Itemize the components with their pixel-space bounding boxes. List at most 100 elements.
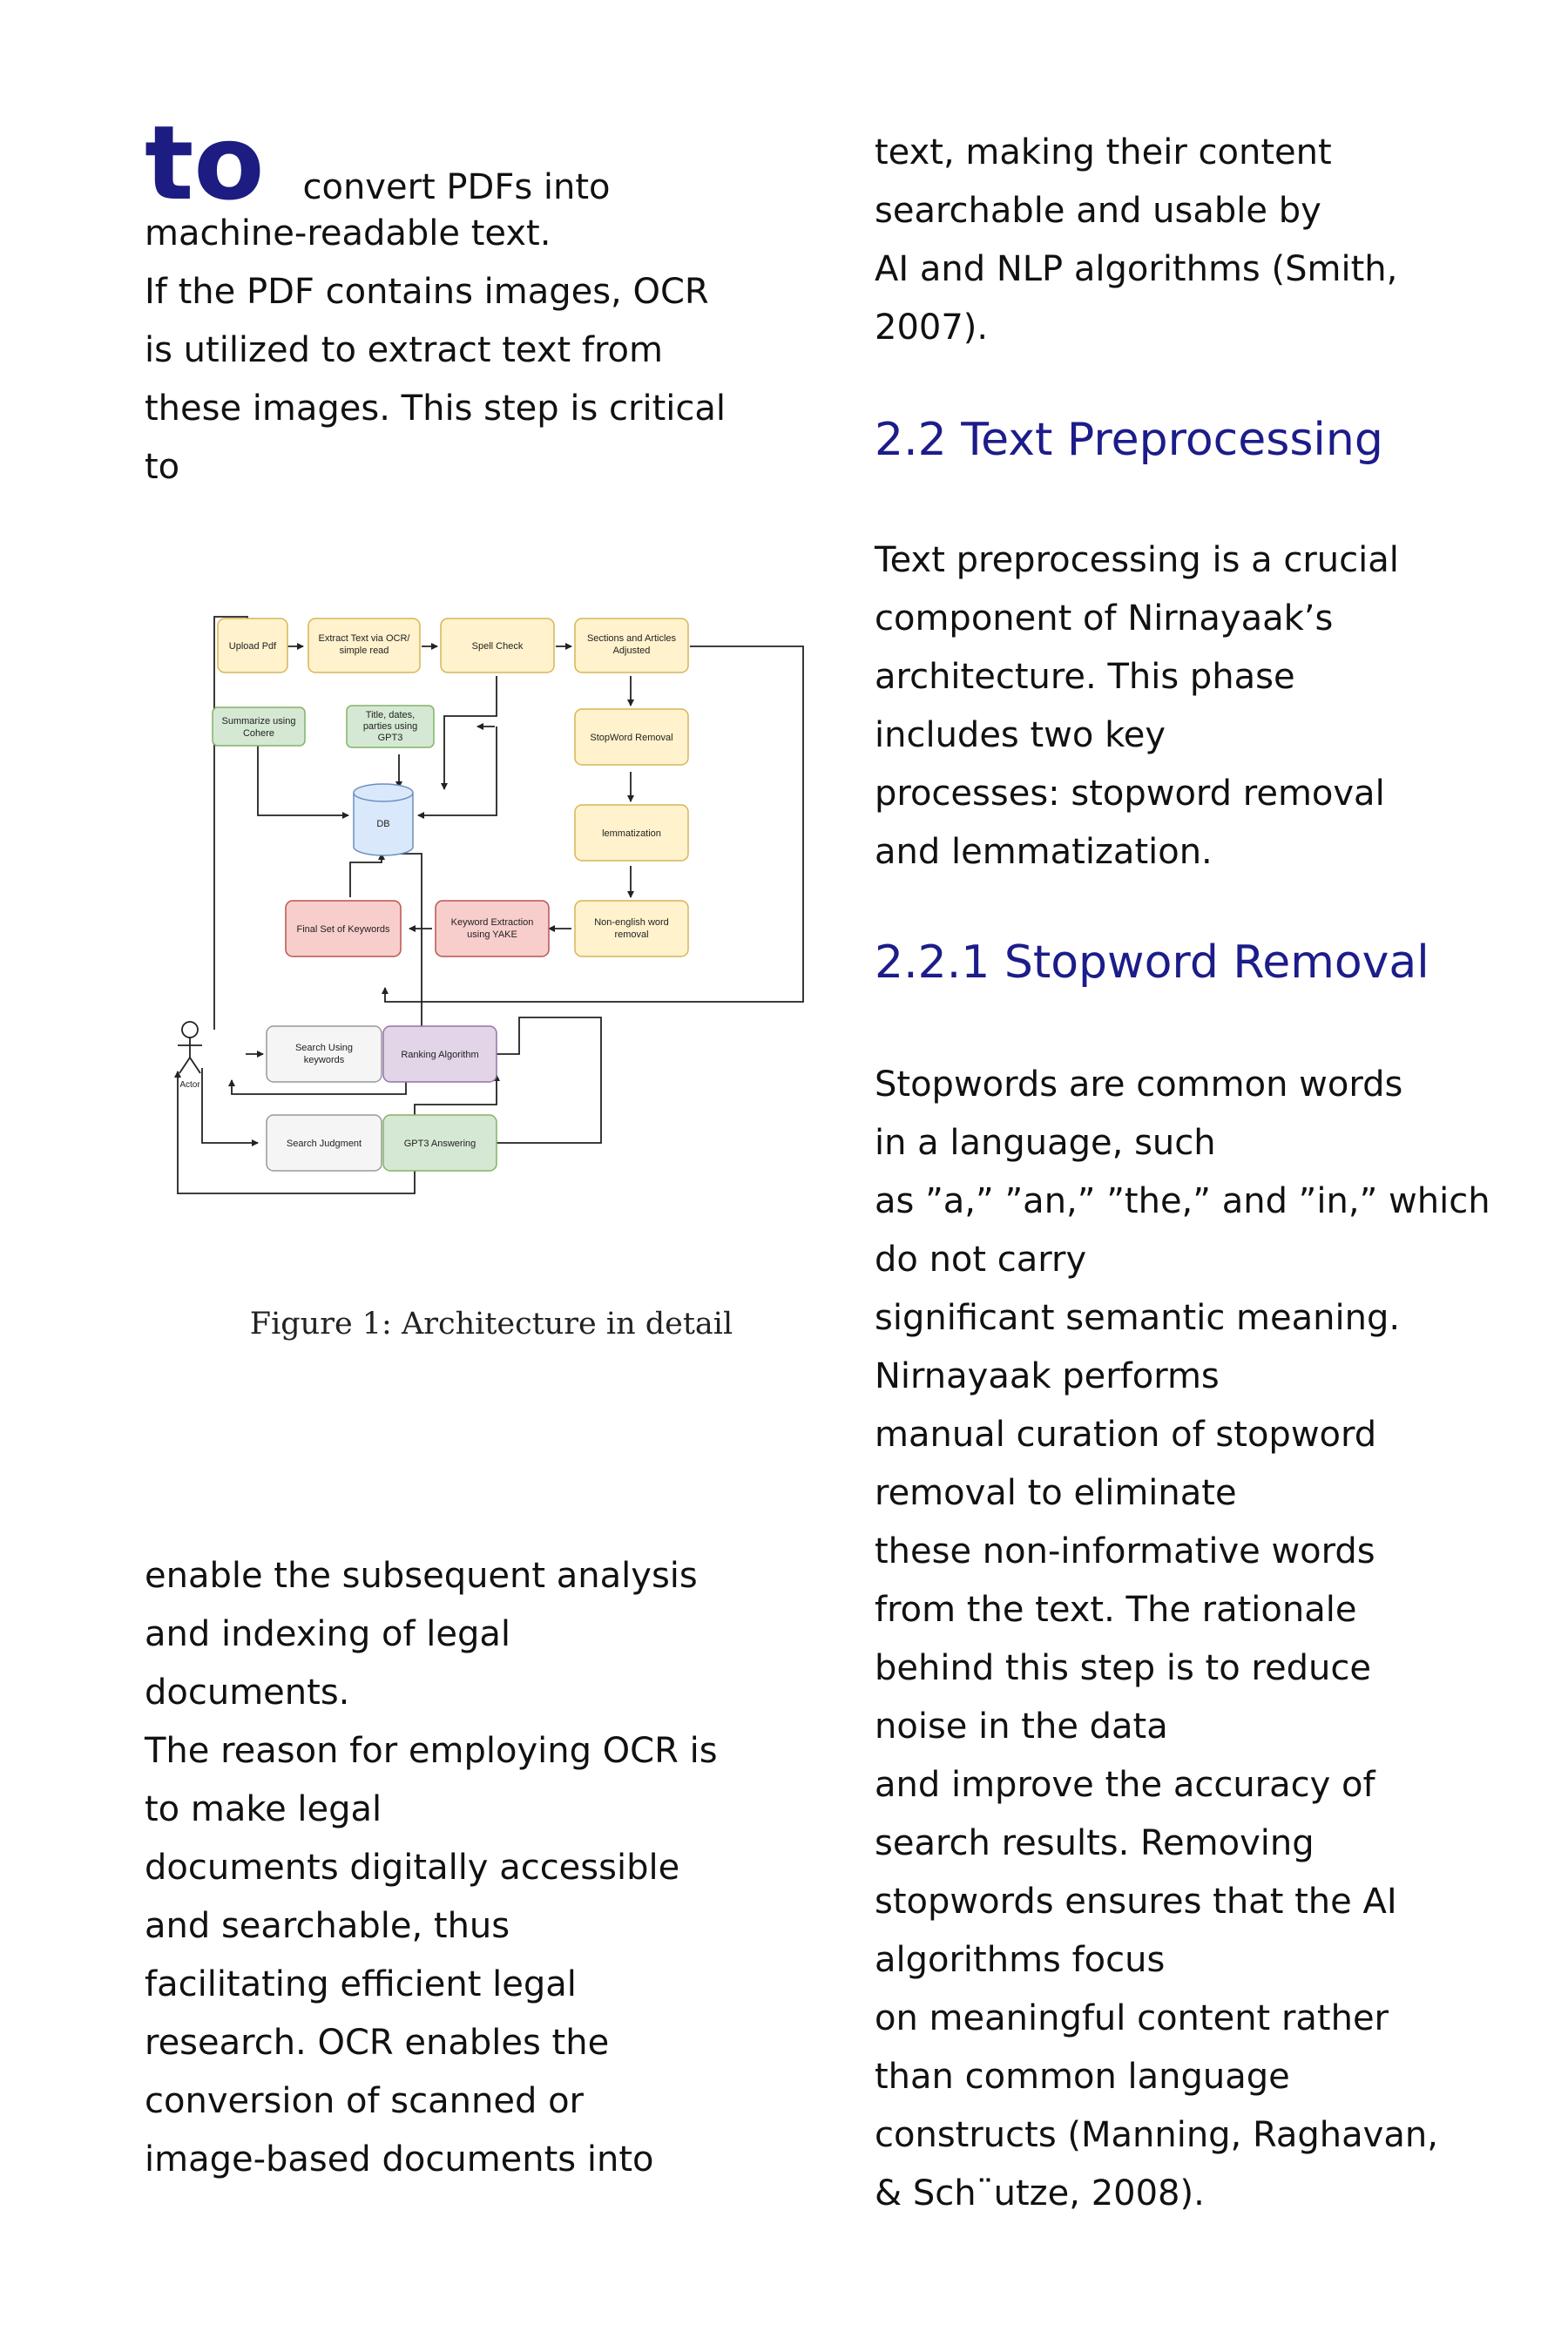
- node-nonenglish: [574, 900, 689, 957]
- node-label: Sections and Articles: [587, 633, 677, 644]
- paragraph-line: documents.: [145, 1673, 350, 1713]
- paragraph-line: documents digitally accessible: [145, 1848, 680, 1888]
- paragraph-line: & Sch¨utze, 2008).: [875, 2173, 1205, 2213]
- node-label: using YAKE: [467, 929, 517, 940]
- node-label: Adjusted: [613, 645, 651, 656]
- paragraph-line: these images. This step is critical: [145, 389, 726, 429]
- edge-final-db: [349, 853, 385, 897]
- edge-ranking-gpt3: [480, 1017, 602, 1146]
- node-label: Actor: [179, 1080, 200, 1090]
- node-label: parties using: [363, 721, 417, 732]
- paragraph-line: Nirnayaak performs: [875, 1356, 1220, 1396]
- figure-caption: Figure 1: Architecture in detail: [249, 1307, 733, 1342]
- paragraph-line: enable the subsequent analysis: [145, 1556, 698, 1596]
- node-summarize: [212, 706, 306, 747]
- paragraph-line: on meaningful content rather: [875, 1998, 1389, 2038]
- node-label: Cohere: [243, 728, 274, 739]
- paragraph-line: manual curation of stopword: [875, 1415, 1377, 1455]
- paragraph-line: conversion of scanned or: [145, 2081, 584, 2121]
- node-label: Search Using: [295, 1043, 353, 1053]
- paragraph-line: text, making their content: [875, 132, 1332, 172]
- node-label: lemmatization: [602, 828, 661, 839]
- node-keyword: [435, 900, 550, 957]
- node-label: Upload Pdf: [229, 641, 277, 652]
- paragraph-line: as ”a,” ”an,” ”the,” and ”in,” which: [875, 1181, 1490, 1221]
- paragraph-line: and searchable, thus: [145, 1906, 510, 1946]
- paragraph-line: and lemmatization.: [875, 832, 1213, 872]
- paragraph-line: and improve the accuracy of: [875, 1765, 1375, 1805]
- paragraph-line: to make legal: [145, 1789, 382, 1829]
- paragraph-line: to: [145, 447, 180, 487]
- node-stopword: [574, 708, 689, 766]
- node-lemma: [574, 804, 689, 862]
- architecture-diagram: Upload Pdf Extract Text via OCR/ simple …: [174, 616, 804, 1194]
- node-label: DB: [376, 819, 389, 829]
- db-cylinder: [353, 783, 414, 856]
- paragraph-line: facilitating efficient legal: [145, 1964, 577, 2004]
- node-label: GPT3: [378, 733, 403, 743]
- node-judgment: [266, 1114, 382, 1172]
- node-label: GPT3 Answering: [404, 1139, 476, 1149]
- edge-spell-db: [441, 676, 497, 790]
- paragraph-line: processes: stopword removal: [875, 774, 1385, 814]
- paragraph-line: in a language, such: [875, 1123, 1216, 1163]
- node-label: Search Judgment: [287, 1139, 362, 1149]
- paragraph-line: stopwords ensures that the AI: [875, 1882, 1397, 1922]
- node-sections: [574, 618, 689, 673]
- paragraph-line: machine-readable text.: [145, 213, 551, 253]
- paragraph-line: component of Nirnayaak’s: [875, 598, 1334, 639]
- paragraph-line: image-based documents into: [145, 2139, 654, 2180]
- node-final: [285, 900, 402, 957]
- edge-sections-final: [382, 645, 804, 1003]
- node-extract: [308, 618, 421, 673]
- paragraph-line: significant semantic meaning.: [875, 1298, 1401, 1338]
- node-label: Keyword Extraction: [451, 917, 534, 928]
- node-label: Extract Text via OCR/: [319, 633, 411, 644]
- paragraph-line: searchable and usable by: [875, 191, 1321, 231]
- node-ranking: [382, 1025, 497, 1083]
- node-gpt3: [382, 1114, 497, 1172]
- edge-spell-db-2: [417, 727, 497, 819]
- paragraph-line: noise in the data: [875, 1707, 1168, 1747]
- paragraph-line: is utilized to extract text from: [145, 330, 663, 370]
- node-label: Ranking Algorithm: [401, 1050, 478, 1060]
- paragraph-line: Text preprocessing is a crucial: [875, 540, 1399, 580]
- paragraph-line: these non-informative words: [875, 1531, 1375, 1571]
- node-label: Summarize using: [222, 716, 296, 727]
- edge-actor-upload: [213, 616, 251, 1030]
- drop-cap: to: [145, 103, 265, 223]
- node-upload: [217, 618, 288, 673]
- section-heading: 2.2 Text Preprocessing: [875, 414, 1383, 466]
- node-label: Final Set of Keywords: [297, 924, 390, 935]
- subsection-heading: 2.2.1 Stopword Removal: [875, 936, 1429, 989]
- paragraph-line: from the text. The rationale: [875, 1590, 1357, 1630]
- paragraph-line: includes two key: [875, 715, 1166, 755]
- node-label: Spell Check: [472, 641, 524, 652]
- paragraph-line: Stopwords are common words: [875, 1064, 1403, 1105]
- edge-actor-judgment: [201, 1068, 259, 1146]
- node-label: StopWord Removal: [590, 733, 672, 743]
- architecture-figure: Upload Pdf Extract Text via OCR/ simple …: [171, 601, 812, 1342]
- edge-summarize-db: [257, 744, 349, 819]
- node-label: Title, dates,: [366, 710, 415, 720]
- paragraph-line: removal to eliminate: [875, 1473, 1237, 1513]
- paragraph-line: do not carry: [875, 1240, 1087, 1280]
- node-label: simple read: [340, 645, 389, 656]
- paragraph-line: research. OCR enables the: [145, 2023, 610, 2063]
- node-search-keywords: [266, 1025, 382, 1083]
- node-title: [346, 705, 435, 748]
- paragraph-line: than common language: [875, 2057, 1290, 2097]
- node-label: keywords: [304, 1055, 345, 1065]
- edge-gpt3-actor: [174, 1071, 416, 1194]
- paragraph-line: AI and NLP algorithms (Smith,: [875, 249, 1398, 289]
- paragraph-line: algorithms focus: [875, 1940, 1166, 1980]
- node-spell: [440, 618, 555, 673]
- paragraph-line: If the PDF contains images, OCR: [145, 272, 709, 312]
- actor-figure: [178, 1021, 202, 1074]
- paragraph-line: 2007).: [875, 308, 989, 348]
- paragraph-line: search results. Removing: [875, 1823, 1315, 1863]
- paragraph-line: and indexing of legal: [145, 1614, 510, 1654]
- paragraph-line: constructs (Manning, Raghavan,: [875, 2115, 1438, 2155]
- paragraph-line: behind this step is to reduce: [875, 1648, 1371, 1688]
